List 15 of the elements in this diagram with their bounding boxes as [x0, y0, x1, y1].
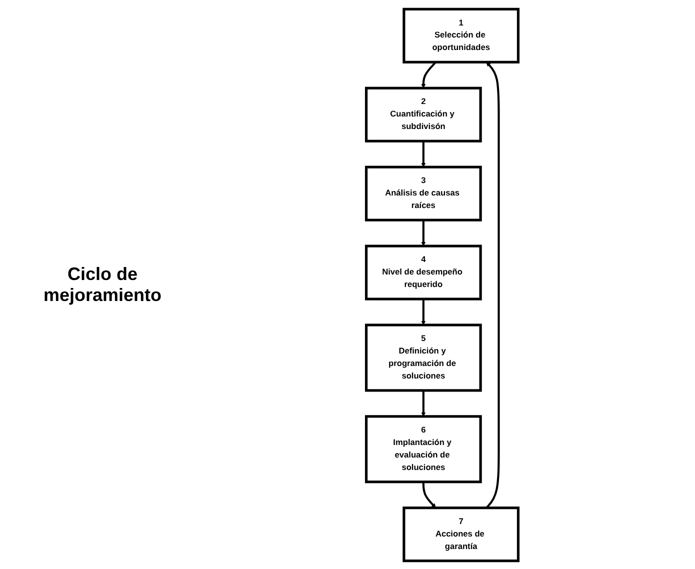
arrow	[421, 140, 426, 167]
node-box: 1 Selección de oportunidades	[402, 7, 520, 63]
node-box: 3 Análisis de causas raíces	[365, 165, 482, 221]
arrow	[421, 390, 426, 416]
node-box: 6 Implantación y evaluación de soluciones	[365, 414, 482, 483]
node-box: 4 Nivel de desempeño requerido	[365, 244, 482, 300]
arrow	[486, 61, 500, 508]
arrow	[421, 60, 437, 88]
center-label: Ciclo de mejoramiento	[42, 264, 163, 306]
arrow	[422, 481, 436, 508]
node-box: 5 Definición y programación de soluciones	[365, 323, 482, 392]
node-box: 2 Cuantificación y subdivisón	[365, 86, 482, 142]
arrow	[421, 298, 426, 325]
arrow	[421, 220, 426, 246]
node-box: 7 Acciones de garantía	[402, 506, 520, 562]
